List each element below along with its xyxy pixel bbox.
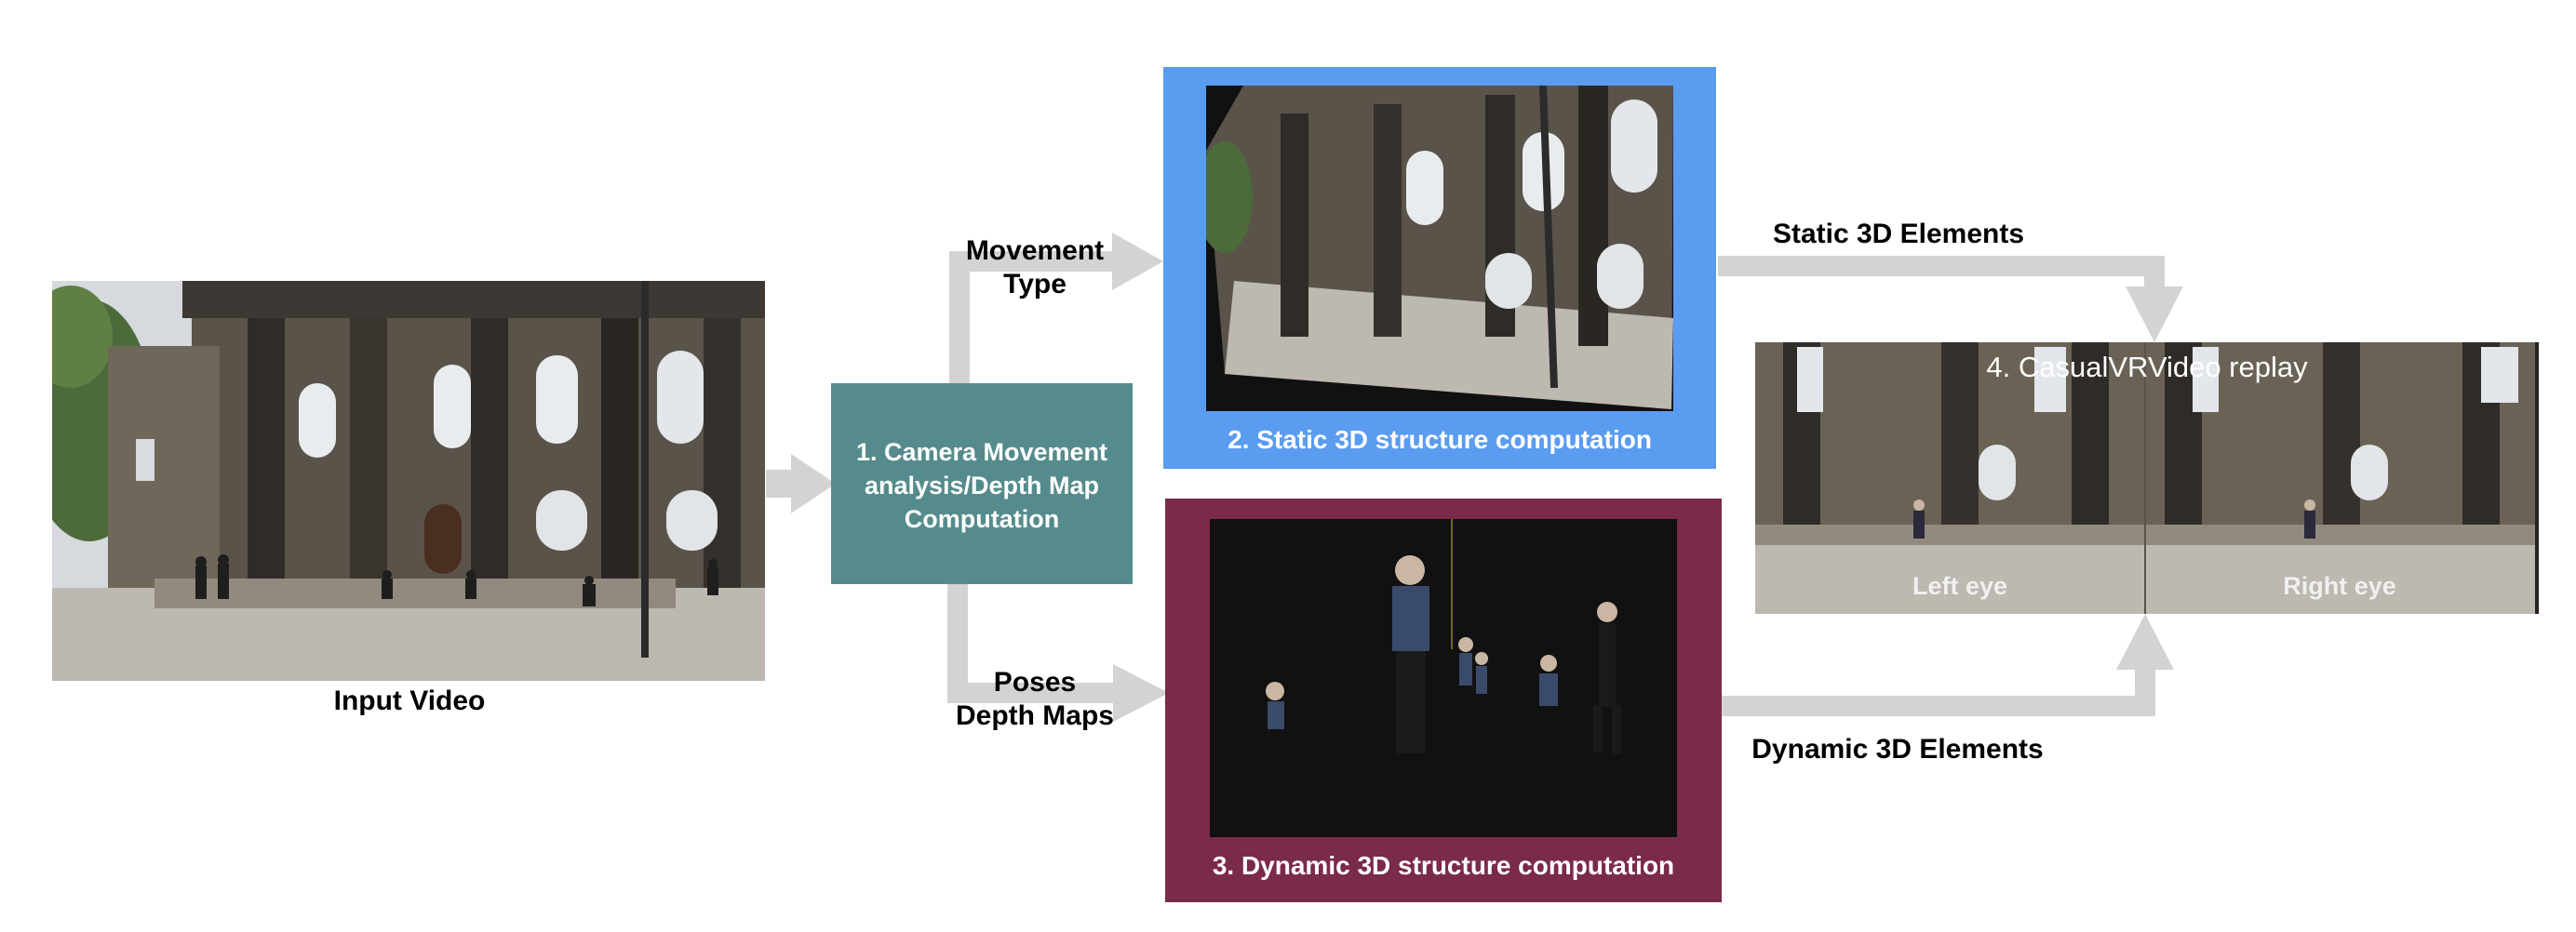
left-eye-view <box>1755 342 2144 614</box>
static-structure-image <box>1197 86 1673 411</box>
movement-type-label: Movement Type <box>942 234 1128 301</box>
movement-label-line2: Type <box>1003 269 1067 300</box>
poses-depth-label: Poses Depth Maps <box>942 666 1128 733</box>
arrow-dynamic-to-replay <box>1722 614 2174 716</box>
camera-movement-box: 1. Camera Movement analysis/Depth Map Co… <box>831 383 1133 584</box>
arrow-input-to-camera <box>766 454 836 513</box>
replay-stereo-image: 4. CasualVRVideo replay Left eye Right e… <box>1755 342 2539 614</box>
static-elements-label: Static 3D Elements <box>1772 219 2025 249</box>
input-video-frame <box>52 281 765 681</box>
dynamic-structure-image <box>1210 519 1677 837</box>
replay-title: 4. CasualVRVideo replay <box>1986 351 2308 383</box>
arrow-camera-to-static <box>949 233 1163 383</box>
camera-box-label-line1: 1. Camera Movement <box>855 438 1108 466</box>
poses-label-line2: Depth Maps <box>955 700 1114 731</box>
arrow-static-to-replay <box>1718 256 2183 342</box>
movement-label-line1: Movement <box>965 235 1105 266</box>
input-video-label: Input Video <box>333 686 486 716</box>
right-eye-view <box>2146 342 2539 614</box>
museum-building-image <box>52 281 765 681</box>
poses-label-line1: Poses <box>993 667 1077 698</box>
camera-box-label-line2: analysis/Depth Map <box>864 472 1100 499</box>
dynamic-panel-label: 3. Dynamic 3D structure computation <box>1212 851 1675 880</box>
arrow-camera-to-dynamic <box>947 584 1169 722</box>
left-eye-label: Left eye <box>1912 572 2008 600</box>
right-eye-label: Right eye <box>2283 572 2396 600</box>
dynamic-elements-label: Dynamic 3D Elements <box>1751 734 2044 765</box>
static-structure-panel: 2. Static 3D structure computation <box>1163 67 1716 469</box>
dynamic-structure-panel: 3. Dynamic 3D structure computation <box>1165 499 1722 902</box>
camera-box-label-line3: Computation <box>904 505 1060 533</box>
static-panel-label: 2. Static 3D structure computation <box>1228 425 1652 454</box>
